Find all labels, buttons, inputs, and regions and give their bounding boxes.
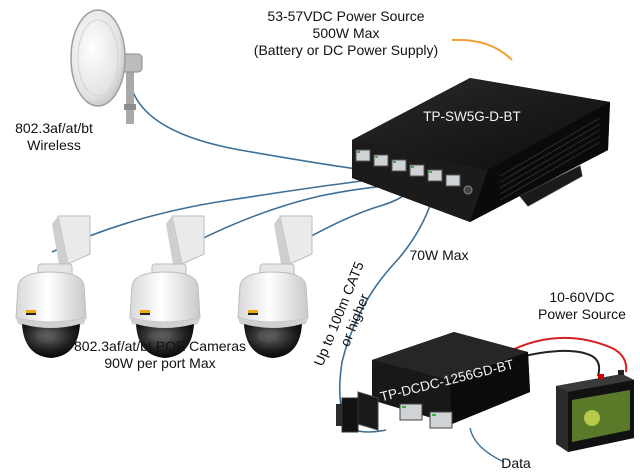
- battery-icon: [556, 370, 634, 452]
- switch-ports: [355, 149, 473, 195]
- dc-source-line1: 10-60VDC: [549, 289, 615, 305]
- antenna-cable: [129, 81, 365, 171]
- switch-model-label: TP-SW5G-D-BT: [423, 109, 521, 124]
- cameras-label: 802.3af/at/bt POE Cameras 90W per port M…: [60, 338, 260, 372]
- power-input-cable: [451, 38, 513, 61]
- power-source-line3: (Battery or DC Power Supply): [253, 42, 439, 58]
- cameras-line2: 90W per port Max: [104, 355, 216, 371]
- dc-source-line2: Power Source: [538, 306, 626, 322]
- data-label: Data: [501, 455, 531, 471]
- dc-red-wire: [507, 336, 628, 373]
- wireless-line2: Wireless: [27, 137, 81, 153]
- wireless-label: 802.3af/at/bt Wireless: [2, 120, 106, 154]
- power-source-line1: 53-57VDC Power Source: [267, 8, 425, 24]
- ptz-camera-icon-1: [15, 215, 91, 359]
- wireless-line1: 802.3af/at/bt: [15, 120, 93, 136]
- camera1-cable: [51, 179, 371, 253]
- dc-source-label: 10-60VDC Power Source: [526, 289, 638, 323]
- dcdc-converter-device: [336, 332, 530, 433]
- power-source-line2: 500W Max: [312, 25, 380, 41]
- dish-antenna-icon: [70, 9, 143, 124]
- uplink-power-label: 70W Max: [409, 247, 469, 263]
- ptz-camera-icon-2: [129, 215, 205, 359]
- ptz-camera-icon-3: [237, 215, 313, 359]
- switch-device: [352, 78, 610, 222]
- cameras-line1: 802.3af/at/bt POE Cameras: [74, 338, 246, 354]
- data-cable: [469, 427, 505, 463]
- power-source-label: 53-57VDC Power Source 500W Max (Battery …: [236, 8, 456, 59]
- camera2-cable: [171, 185, 389, 255]
- dc-black-wire: [507, 349, 601, 377]
